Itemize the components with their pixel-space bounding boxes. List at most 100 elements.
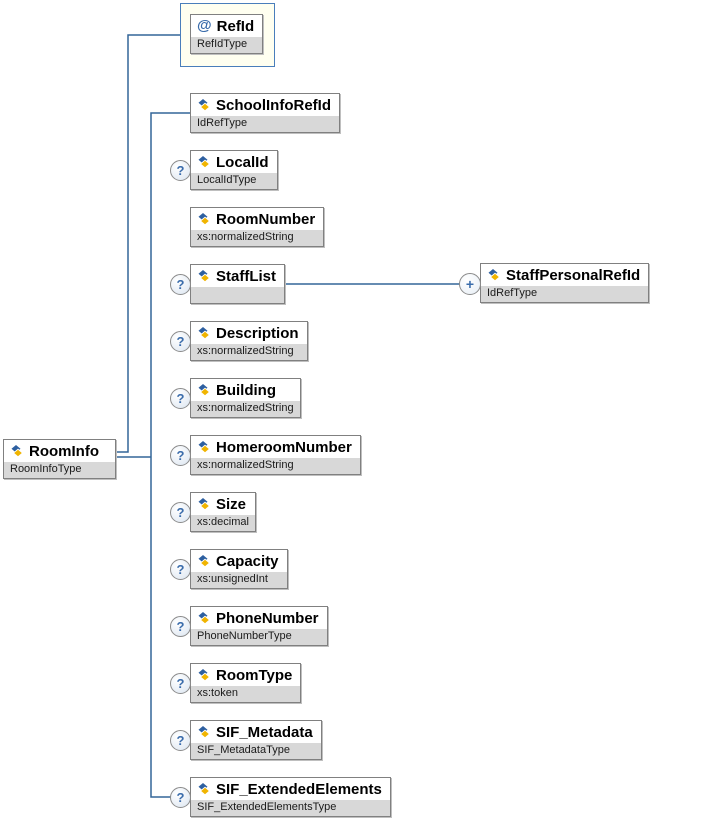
wire-elements-trunk	[150, 112, 200, 798]
element-node-localid[interactable]: LocalId LocalIdType	[190, 150, 278, 190]
optional-indicator: ?	[170, 616, 191, 637]
node-header: RoomType	[191, 664, 300, 686]
node-name: SchoolInfoRefId	[216, 96, 331, 114]
node-type	[191, 287, 284, 303]
node-type: IdRefType	[191, 116, 339, 132]
optional-indicator: ?	[170, 388, 191, 409]
node-type: SIF_MetadataType	[191, 743, 321, 759]
element-node-roomtype[interactable]: RoomType xs:token	[190, 663, 302, 703]
element-node-staffpersonalrefid[interactable]: StaffPersonalRefId IdRefType	[480, 263, 650, 303]
element-node-homeroomnumber[interactable]: HomeroomNumber xs:normalizedString	[190, 435, 361, 475]
element-node-description[interactable]: Description xs:normalizedString	[190, 321, 308, 361]
node-header: PhoneNumber	[191, 607, 327, 629]
node-header: Building	[191, 379, 300, 401]
optional-indicator: ?	[170, 160, 191, 181]
element-row-description: ? Description xs:normalizedString	[170, 321, 308, 361]
attribute-node-refid[interactable]: @ RefId RefIdType	[190, 14, 264, 54]
element-icon	[197, 213, 211, 225]
optional-indicator: ?	[170, 331, 191, 352]
element-node-size[interactable]: Size xs:decimal	[190, 492, 256, 532]
element-row-size: ? Size xs:decimal	[170, 492, 256, 532]
element-icon	[197, 99, 211, 111]
element-icon	[487, 269, 501, 281]
node-header: SchoolInfoRefId	[191, 94, 339, 116]
element-node-roomnumber[interactable]: RoomNumber xs:normalizedString	[190, 207, 325, 247]
node-name: RoomNumber	[216, 210, 316, 228]
node-type: xs:normalizedString	[191, 458, 360, 474]
optional-indicator: ?	[170, 559, 191, 580]
element-node-building[interactable]: Building xs:normalizedString	[190, 378, 301, 418]
optional-indicator: ?	[170, 502, 191, 523]
element-row-homeroomnumber: ? HomeroomNumber xs:normalizedString	[170, 435, 361, 475]
node-type: RoomInfoType	[4, 462, 115, 478]
element-node-sif_metadata[interactable]: SIF_Metadata SIF_MetadataType	[190, 720, 322, 760]
node-type: xs:normalizedString	[191, 401, 300, 417]
node-header: Size	[191, 493, 255, 515]
node-header: SIF_Metadata	[191, 721, 321, 743]
optional-indicator: ?	[170, 730, 191, 751]
node-type: SIF_ExtendedElementsType	[191, 800, 390, 816]
node-type: PhoneNumberType	[191, 629, 327, 645]
node-name: RoomType	[216, 666, 293, 684]
element-row-phonenumber: ? PhoneNumber PhoneNumberType	[170, 606, 328, 646]
element-icon	[197, 726, 211, 738]
node-type: xs:decimal	[191, 515, 255, 531]
element-icon	[197, 156, 211, 168]
node-name: PhoneNumber	[216, 609, 319, 627]
node-header: LocalId	[191, 151, 277, 173]
node-header: RoomNumber	[191, 208, 323, 230]
element-icon	[197, 327, 211, 339]
element-icon	[197, 783, 211, 795]
attribute-at-icon: @	[197, 17, 212, 34]
expand-indicator[interactable]: +	[459, 273, 481, 295]
element-icon	[197, 270, 211, 282]
node-header: SIF_ExtendedElements	[191, 778, 390, 800]
attribute-frame: @ RefId RefIdType	[180, 3, 275, 67]
element-icon	[197, 669, 211, 681]
element-row-localid: ? LocalId LocalIdType	[170, 150, 278, 190]
node-name: RoomInfo	[29, 442, 99, 460]
node-header: HomeroomNumber	[191, 436, 360, 458]
element-row-sif_extendedelements: ? SIF_ExtendedElements SIF_ExtendedEleme…	[170, 777, 391, 817]
node-name: LocalId	[216, 153, 269, 171]
element-icon	[10, 445, 24, 457]
node-name: Capacity	[216, 552, 279, 570]
element-row-roomtype: ? RoomType xs:token	[170, 663, 302, 703]
node-header: StaffPersonalRefId	[481, 264, 648, 286]
element-icon	[197, 498, 211, 510]
node-type: RefIdType	[191, 37, 263, 53]
node-name: Description	[216, 324, 299, 342]
optional-indicator: ?	[170, 673, 191, 694]
node-header: @ RefId	[191, 15, 262, 37]
element-row-schoolinforefid: SchoolInfoRefId IdRefType	[190, 93, 340, 133]
node-name: Size	[216, 495, 247, 513]
root-node-roominfo[interactable]: RoomInfo RoomInfoType	[3, 439, 116, 479]
node-name: Building	[216, 381, 276, 399]
node-type: xs:unsignedInt	[191, 572, 287, 588]
element-icon	[197, 441, 211, 453]
element-node-phonenumber[interactable]: PhoneNumber PhoneNumberType	[190, 606, 328, 646]
element-icon	[197, 612, 211, 624]
node-header: RoomInfo	[4, 440, 115, 462]
element-icon	[197, 555, 211, 567]
optional-indicator: ?	[170, 787, 191, 808]
node-header: Capacity	[191, 550, 287, 572]
element-node-schoolinforefid[interactable]: SchoolInfoRefId IdRefType	[190, 93, 340, 133]
node-type: xs:normalizedString	[191, 230, 324, 246]
element-row-capacity: ? Capacity xs:unsignedInt	[170, 549, 288, 589]
node-header: Description	[191, 322, 307, 344]
element-node-sif_extendedelements[interactable]: SIF_ExtendedElements SIF_ExtendedElement…	[190, 777, 391, 817]
wire-attribute-branch	[100, 34, 180, 453]
element-node-capacity[interactable]: Capacity xs:unsignedInt	[190, 549, 288, 589]
node-type: xs:token	[191, 686, 301, 702]
element-node-stafflist[interactable]: StaffList	[190, 264, 285, 304]
element-row-building: ? Building xs:normalizedString	[170, 378, 301, 418]
optional-indicator: ?	[170, 445, 191, 466]
node-name: StaffList	[216, 267, 276, 285]
node-header: StaffList	[191, 265, 284, 287]
element-row-roomnumber: RoomNumber xs:normalizedString	[190, 207, 325, 247]
node-name: SIF_Metadata	[216, 723, 313, 741]
node-name: RefId	[216, 17, 255, 35]
